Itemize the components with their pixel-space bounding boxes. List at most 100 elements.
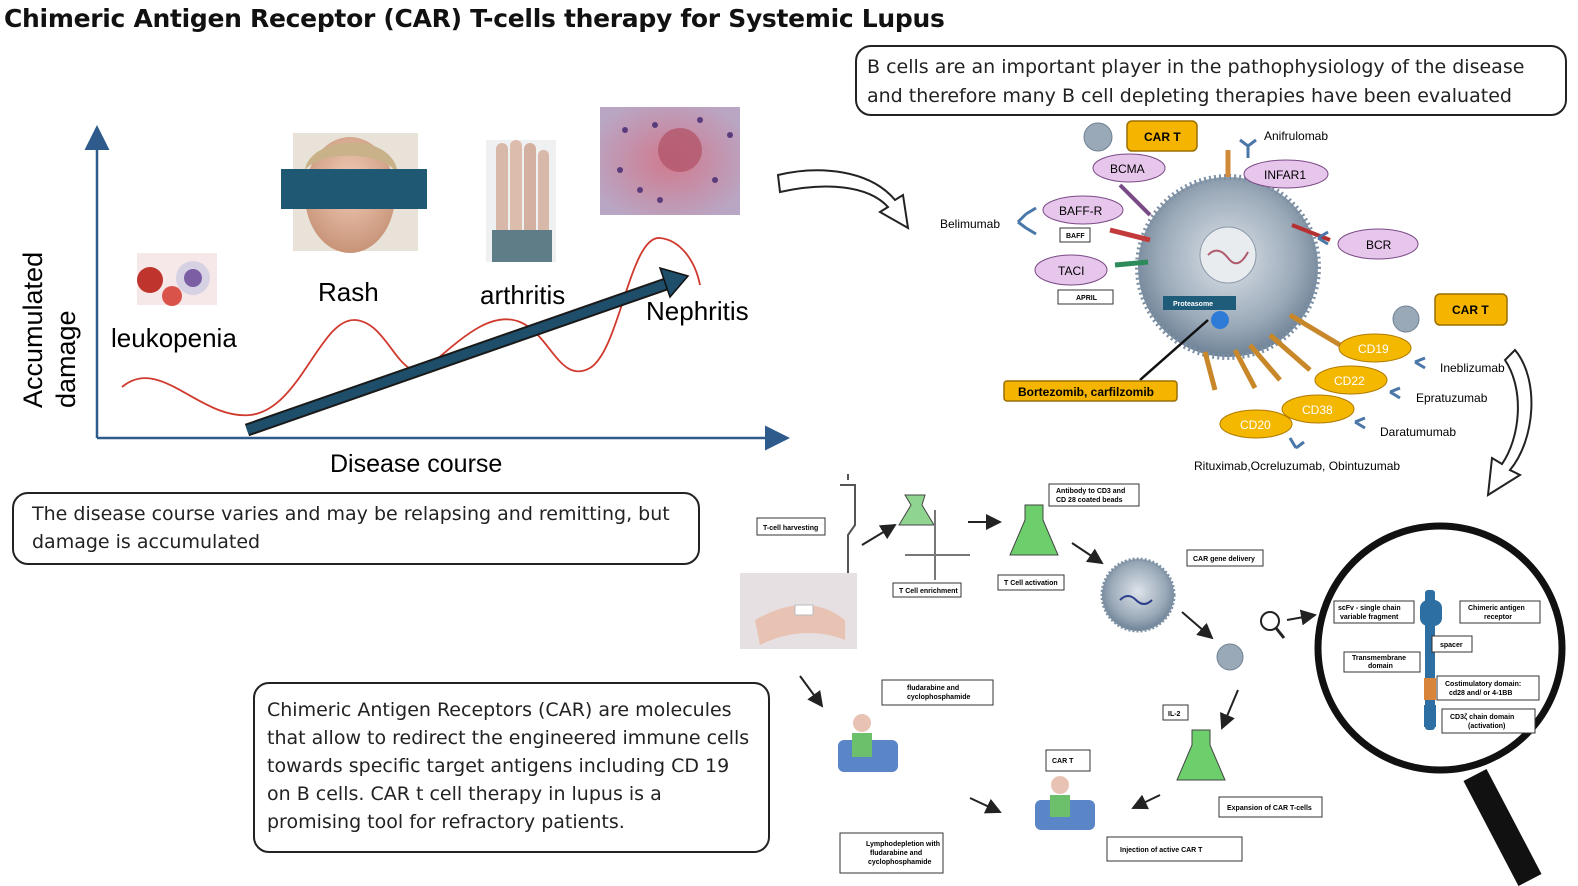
x-axis-label: Disease course [330,450,502,478]
cd19-label: CD19 [1358,342,1389,356]
cd3-line2: (activation) [1468,723,1505,730]
infar1-label: INFAR1 [1264,168,1306,182]
car-t-bag-label-box [1045,749,1091,772]
transmembrane-box [1343,651,1421,673]
car-line1: Chimeric antigen [1468,605,1525,612]
bortezomib-box [1003,380,1178,402]
car-t-cell-top [1083,122,1113,152]
car-line2: receptor [1484,614,1512,621]
activation-label-box [997,574,1065,591]
harvest-label-box [756,517,826,536]
cd22-label: CD22 [1334,374,1365,388]
leukopenia-image [137,253,217,306]
bcma-label: BCMA [1110,162,1145,176]
car-t-box-top [1126,120,1198,152]
enrichment-flask-icon [898,494,935,526]
scfv-box [1333,600,1415,624]
rituximab-label: Rituximab,Ocreluzumab, Obintuzumab [1194,459,1400,473]
april-box [1057,289,1114,305]
injection-label-box [1106,836,1243,862]
costim-box [1436,675,1540,701]
course-callout-text: The disease course varies and may be rel… [32,503,670,553]
y-axis-label-line1: Accumulated [18,252,48,408]
car-t-box-right [1434,293,1508,326]
daratumumab-label: Daratumumab [1380,425,1456,439]
il2-label-box [1162,704,1189,721]
proteasome-box [1163,296,1236,310]
bcr-oval [1337,228,1419,260]
antibody-icons [1016,138,1426,450]
car-box [1459,600,1541,624]
relapse-wave [121,237,701,416]
fludarabine-label-line2: cyclophosphamide [907,694,971,701]
face-redaction-bar [281,169,427,209]
damage-graph: Accumulated damage Disease course leukop… [18,107,790,478]
car-structure-magnifier: scFv - single chain variable fragment Ch… [1314,522,1566,886]
curved-arrow-cell-to-magnifier [1486,348,1533,497]
page-title: Chimeric Antigen Receptor (CAR) T-cells … [4,4,945,33]
car-t-bag-label: CAR T [1052,758,1074,765]
bcells-callout: B cells are an important player in the p… [855,45,1567,116]
taci-oval [1034,254,1108,286]
nephritis-histology-image [600,107,740,215]
bcma-oval [1092,153,1166,183]
enrichment-label-box [892,582,962,598]
spacer-label: spacer [1440,642,1463,649]
gene-delivery-label-box [1186,549,1264,567]
b-cell-diagram: Proteasome CAR T BCMA INFAR1 Anifrulomab… [940,120,1508,473]
car-t-right-label: CAR T [1452,303,1489,317]
car-t-process: T-cell harvesting T Cell enrichment Anti… [740,474,1323,874]
car-callout: Chimeric Antigen Receptors (CAR) are mol… [253,682,770,853]
gene-delivery-label: CAR gene delivery [1193,556,1255,563]
anifrolumab-label: Anifrulomab [1264,129,1328,143]
car-callout-text: Chimeric Antigen Receptors (CAR) are mol… [267,699,750,833]
april-label: APRIL [1076,295,1098,302]
bcr-label: BCR [1366,238,1392,252]
harvest-label: T-cell harvesting [763,525,818,532]
iv-drip-icon [840,474,856,585]
scfv-line2: variable fragment [1340,614,1399,621]
fludarabine-label-line1: fludarabine and [907,685,959,692]
trend-arrowhead [658,266,690,299]
expansion-label: Expansion of CAR T-cells [1227,805,1312,812]
proteasome-label: Proteasome [1173,301,1213,308]
transmembrane-line2: domain [1368,663,1393,670]
expansion-flask-icon [1176,729,1226,781]
label-nephritis: Nephritis [646,296,749,326]
epratuzumab-label: Epratuzumab [1416,391,1488,405]
antibody-label-line1: Antibody to CD3 and [1056,488,1125,495]
expansion-label-box [1218,796,1323,818]
arthritis-hand-image [486,140,556,262]
antibody-label-line2: CD 28 coated beads [1056,497,1123,504]
cd19-oval [1338,333,1412,363]
label-leukopenia: leukopenia [111,323,237,353]
fludarabine-label-box [881,679,994,706]
label-arthritis: arthritis [480,280,565,310]
baffr-oval [1042,195,1124,225]
inebilizumab-label: Ineblizumab [1440,361,1505,375]
patient-receiving-infusion-image [1035,776,1095,830]
lymphodepletion-label-line2: fludarabine and [870,850,922,857]
costim-line1: Costimulatory domain: [1445,681,1521,688]
cd20-oval [1219,409,1293,439]
activation-flask-icon [1009,504,1059,556]
cd3-box [1441,708,1536,734]
cd38-label: CD38 [1302,403,1333,417]
scfv-line1: scFv - single chain [1338,605,1401,612]
lymphodepletion-label-line1: Lymphodepletion with [866,841,940,848]
rash-face-image [281,133,427,253]
cd20-label: CD20 [1240,418,1271,432]
course-callout: The disease course varies and may be rel… [12,492,700,565]
y-axis-label-line2: damage [51,310,81,408]
antibody-label-box [1048,483,1140,507]
bortezomib-label: Bortezomib, carfilzomib [1018,385,1154,399]
bcells-callout-text: B cells are an important player in the p… [867,56,1525,107]
patient-lymphodepletion-image [838,714,898,772]
bortezomib-pointer [1139,319,1209,381]
car-t-top-label: CAR T [1144,130,1181,144]
car-t-cell-right [1392,305,1420,333]
belimumab-label: Belimumab [940,217,1000,231]
baff-box [1059,227,1091,243]
magnifier-handle [1463,768,1542,886]
